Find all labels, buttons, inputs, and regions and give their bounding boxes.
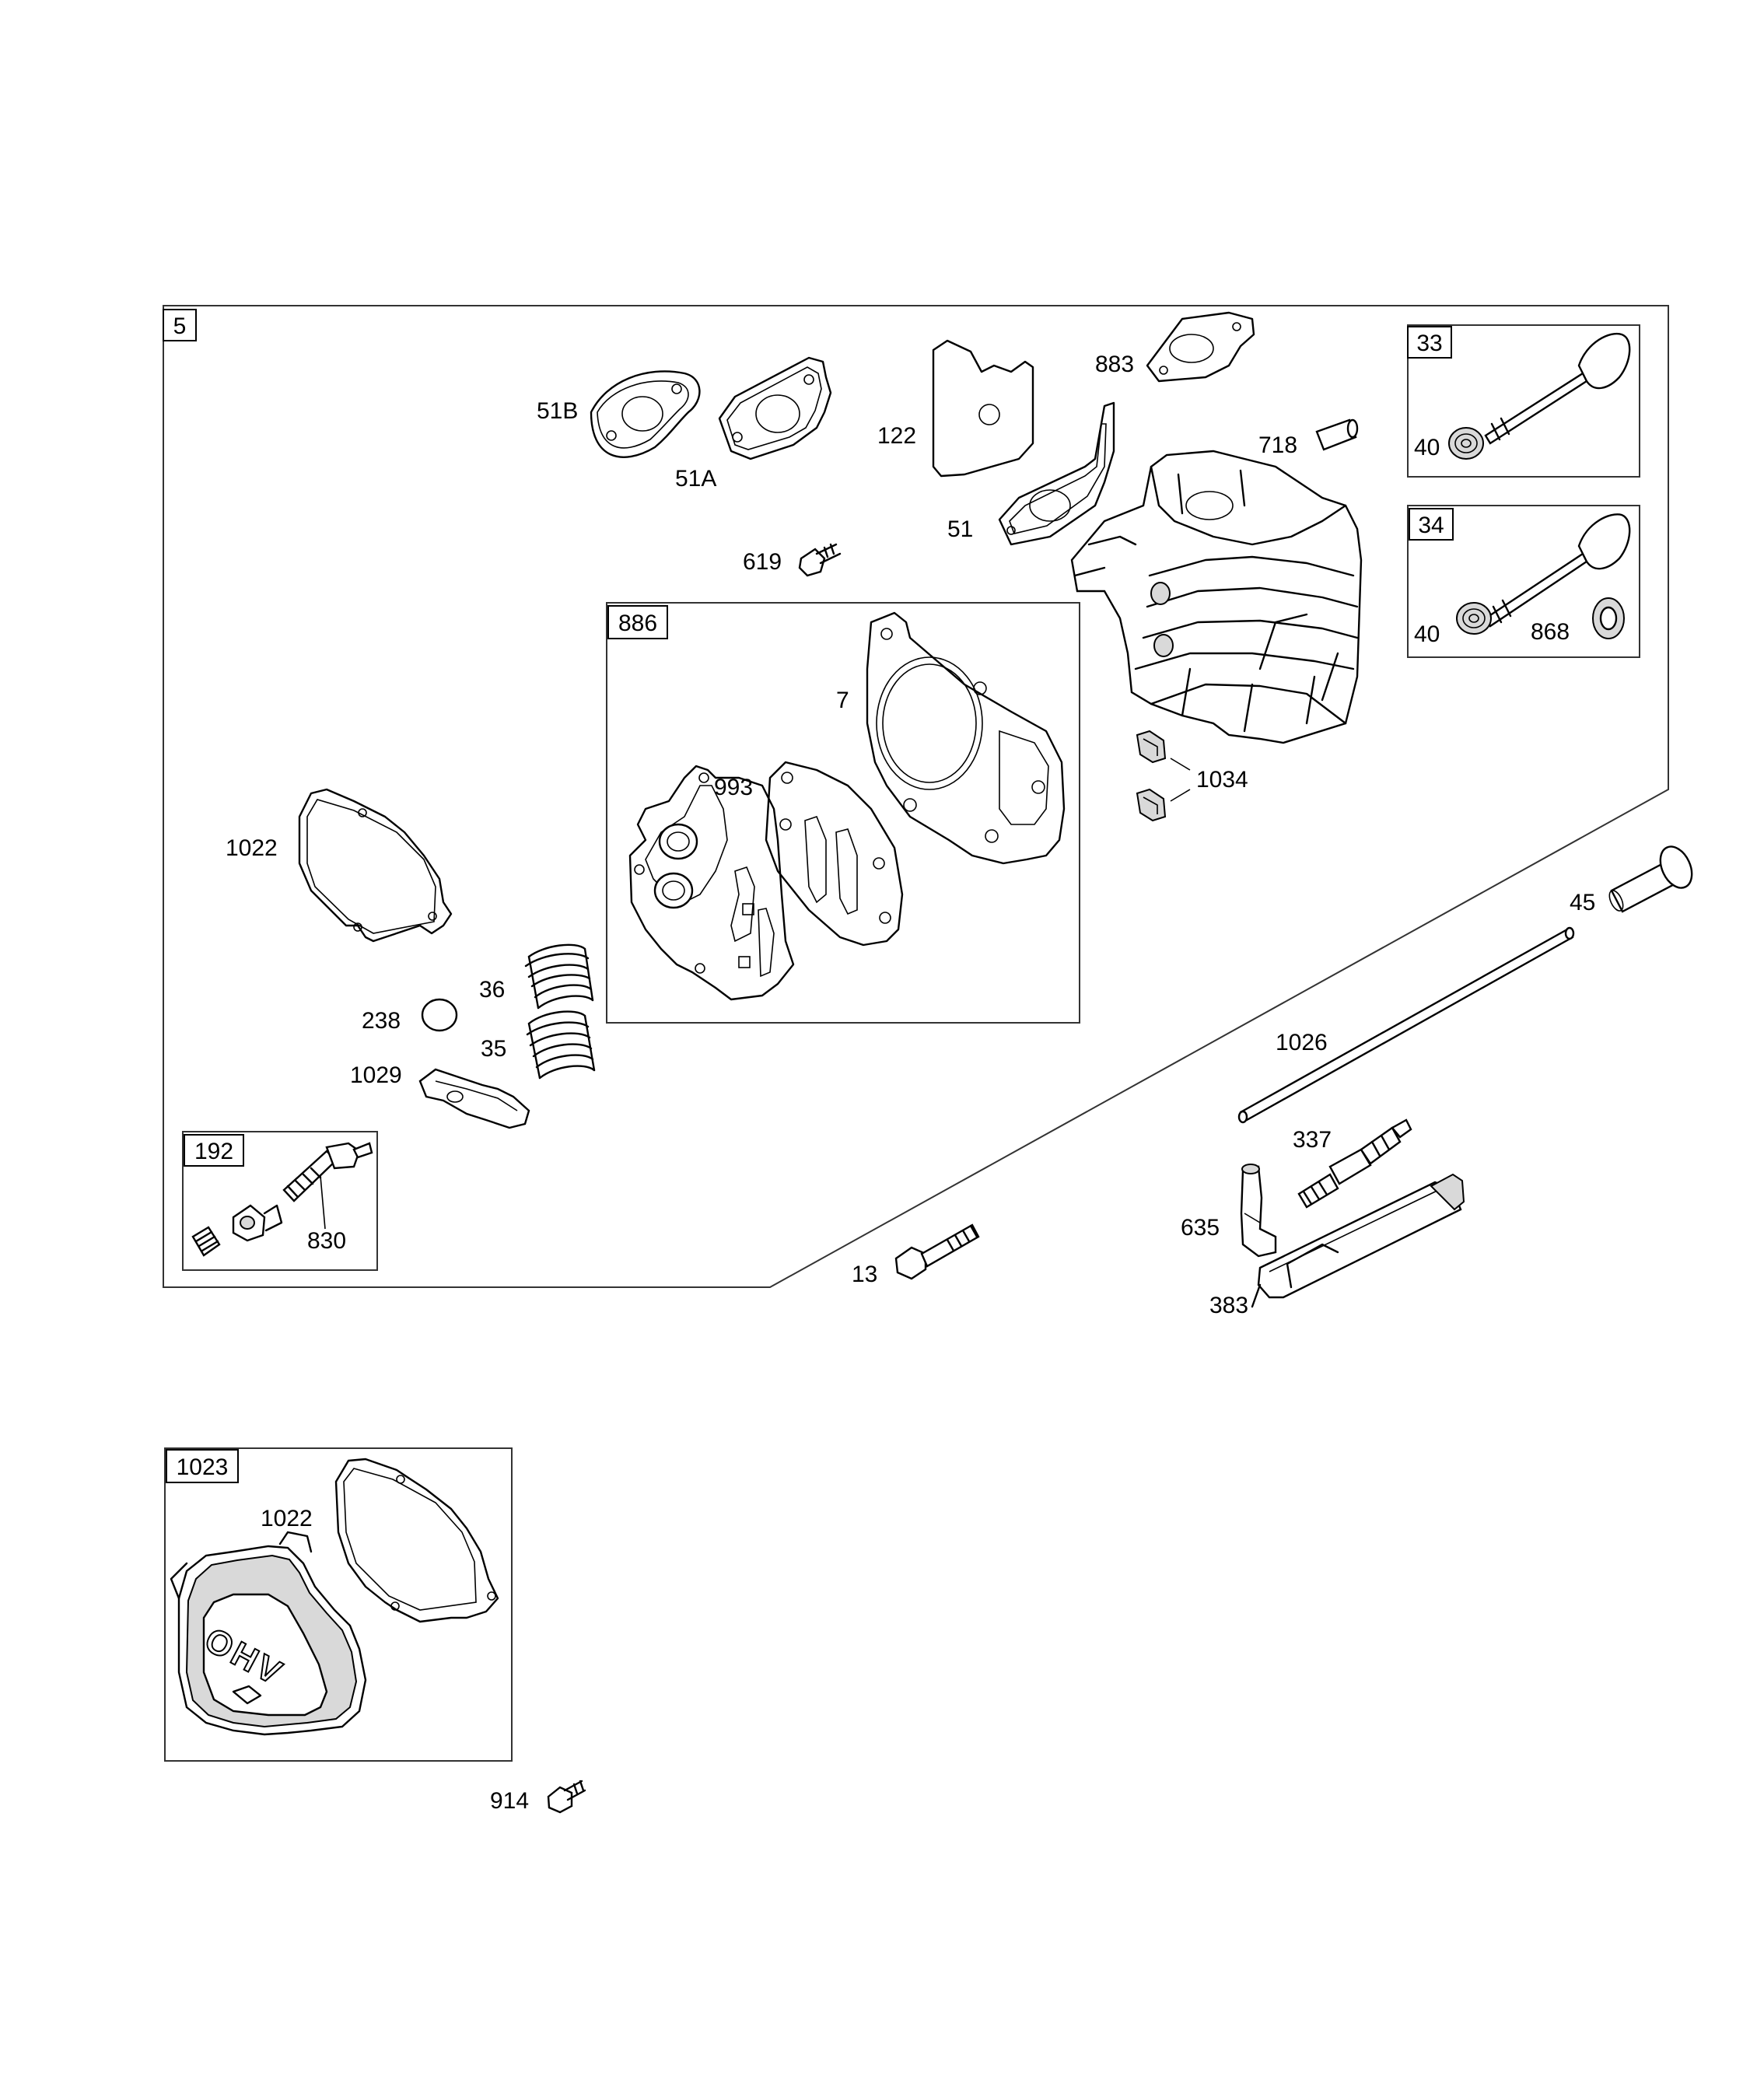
part-cylinder-head[interactable] (1070, 450, 1363, 744)
label-35[interactable]: 35 (481, 1036, 506, 1062)
part-1029-rocker-arm[interactable] (418, 1068, 530, 1129)
part-1023-valve-cover[interactable]: OHV (170, 1531, 367, 1736)
label-1022-b[interactable]: 1022 (261, 1506, 313, 1531)
label-383[interactable]: 383 (1209, 1293, 1248, 1318)
kit-34-frame (1407, 505, 1640, 658)
part-1026-push-rod[interactable] (1237, 926, 1575, 1124)
part-51b-gasket[interactable] (590, 370, 701, 458)
label-993[interactable]: 993 (714, 775, 753, 800)
part-35-valve-spring[interactable] (526, 1010, 596, 1080)
part-51-gasket[interactable] (998, 401, 1115, 546)
label-883[interactable]: 883 (1095, 352, 1134, 377)
part-830-rocker-stud[interactable] (282, 1142, 373, 1230)
label-40-b[interactable]: 40 (1414, 621, 1440, 647)
kit-33-frame (1407, 324, 1640, 478)
part-619-screw[interactable] (798, 543, 842, 577)
kit-34-label-box (1409, 508, 1454, 541)
label-635[interactable]: 635 (1181, 1215, 1220, 1241)
kit-192-label-box (184, 1134, 244, 1167)
label-51b[interactable]: 51B (537, 398, 578, 424)
kit-33-label: 33 (1416, 331, 1442, 356)
part-993-gasket[interactable] (765, 761, 904, 947)
part-868-valve-seat[interactable] (1592, 597, 1625, 639)
part-337-spark-plug[interactable] (1297, 1118, 1412, 1209)
label-7[interactable]: 7 (836, 688, 849, 713)
label-619[interactable]: 619 (743, 549, 782, 575)
label-122[interactable]: 122 (877, 423, 916, 449)
part-718-dowel-pin[interactable] (1315, 418, 1359, 451)
part-33-intake-valve[interactable] (1484, 332, 1631, 445)
kit-1023-label: 1023 (177, 1454, 229, 1480)
kit-886-label-box (607, 605, 668, 639)
part-238-cap[interactable] (421, 998, 458, 1032)
label-337[interactable]: 337 (1293, 1127, 1332, 1153)
label-45[interactable]: 45 (1570, 890, 1595, 915)
label-1022-a[interactable]: 1022 (226, 835, 278, 861)
part-7-head-gasket[interactable] (866, 611, 1066, 865)
part-45-tappet[interactable] (1607, 842, 1698, 913)
kit-886-label: 886 (618, 611, 657, 636)
label-51a[interactable]: 51A (675, 466, 716, 492)
part-886-valve-cover-gasket[interactable] (628, 765, 795, 1001)
kit-1023-label-box (166, 1449, 239, 1483)
kit-33-label-box (1407, 326, 1452, 359)
part-122-insulator-plate[interactable] (932, 339, 1034, 478)
part-1022-gasket-a[interactable] (298, 788, 453, 943)
label-51[interactable]: 51 (947, 516, 973, 542)
kit-34-label: 34 (1418, 513, 1444, 538)
part-40-valve-spring-retainer-b[interactable] (1456, 602, 1492, 635)
label-13[interactable]: 13 (852, 1262, 877, 1287)
part-51a-gasket[interactable] (718, 356, 832, 460)
part-40-valve-spring-retainer-a[interactable] (1448, 427, 1484, 460)
label-36[interactable]: 36 (479, 977, 505, 1003)
kit-192-label: 192 (194, 1139, 233, 1164)
part-383-spark-plug-wrench[interactable] (1251, 1173, 1465, 1308)
part-192-set-screw[interactable] (191, 1226, 221, 1257)
label-1029[interactable]: 1029 (350, 1062, 402, 1088)
part-36-valve-spring[interactable] (524, 943, 594, 1010)
label-40-a[interactable]: 40 (1414, 435, 1440, 460)
part-1034-valve-keepers[interactable] (1136, 730, 1191, 822)
kit-5-frame (163, 305, 1669, 1288)
kit-1023-frame (164, 1447, 513, 1762)
part-13-bolt[interactable] (894, 1223, 980, 1280)
part-1022-gasket-b[interactable] (334, 1458, 499, 1623)
label-830[interactable]: 830 (307, 1228, 346, 1254)
label-1034[interactable]: 1034 (1196, 767, 1248, 793)
kit-5-label-box (163, 309, 197, 341)
kit-886-frame (606, 602, 1080, 1024)
part-635-breather-fitting[interactable] (1240, 1164, 1277, 1258)
label-1026[interactable]: 1026 (1276, 1030, 1328, 1055)
part-883-gasket[interactable] (1146, 311, 1255, 383)
part-914-screw[interactable] (547, 1780, 586, 1814)
kit-5-label: 5 (173, 313, 187, 339)
label-868[interactable]: 868 (1531, 619, 1570, 645)
label-914[interactable]: 914 (490, 1788, 529, 1814)
part-192-adjuster-nut[interactable] (232, 1204, 283, 1242)
label-238[interactable]: 238 (362, 1008, 401, 1034)
label-718[interactable]: 718 (1258, 432, 1297, 458)
kit-192-frame (182, 1131, 378, 1271)
